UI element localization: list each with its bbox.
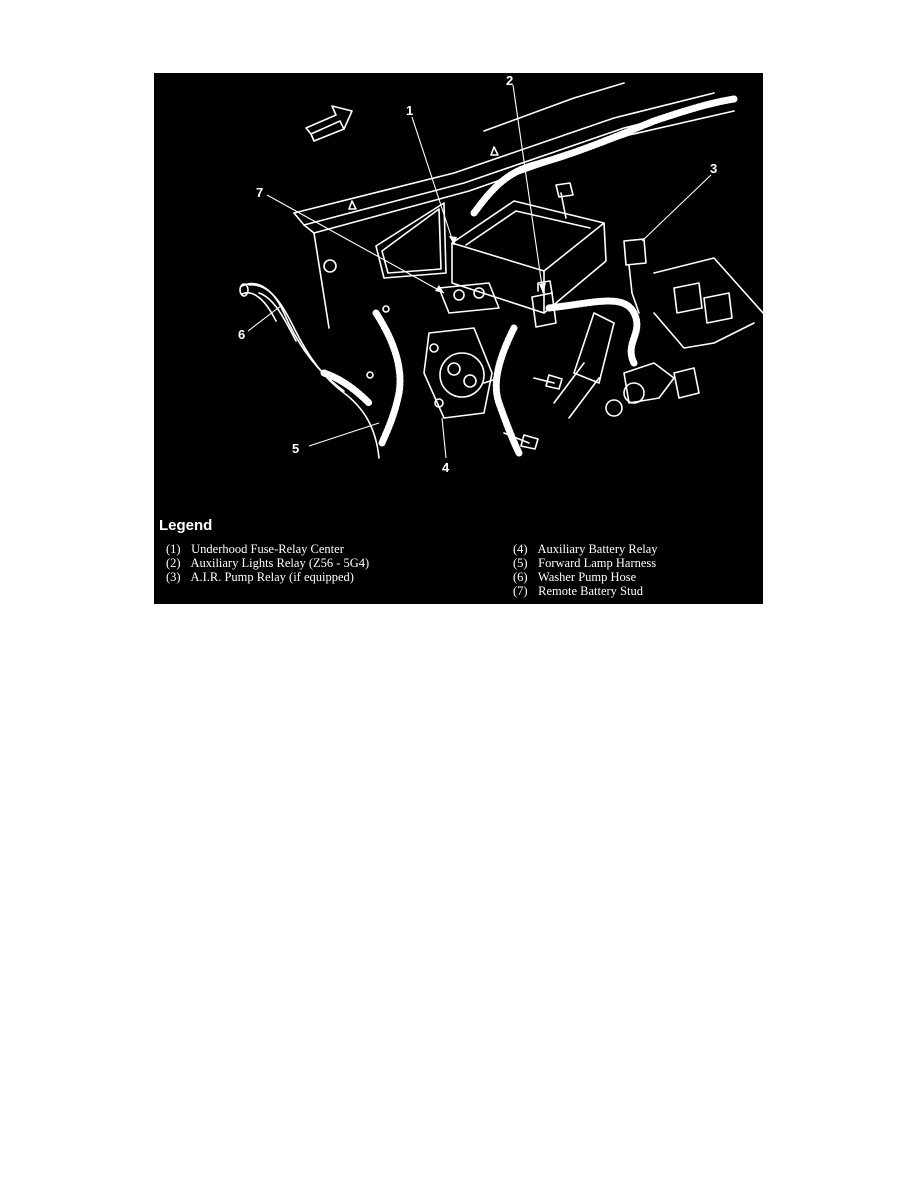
legend-item-3-text: A.I.R. Pump Relay (if equipped) [190, 570, 354, 584]
legend-item-7-text: Remote Battery Stud [538, 584, 643, 598]
legend-item-4-text: Auxiliary Battery Relay [537, 542, 658, 556]
engine-bay-illustration: 1 2 3 4 5 6 7 [238, 73, 763, 475]
auxiliary-lights-relay [531, 280, 557, 328]
legend-item-2: (2) Auxiliary Lights Relay (Z56 - 5G4) [166, 556, 369, 570]
legend-item-6: (6) Washer Pump Hose [513, 570, 636, 584]
legend-item-1-number: (1) [166, 542, 181, 556]
air-pump-relay [623, 238, 647, 314]
legend-item-1: (1) Underhood Fuse-Relay Center [166, 542, 344, 556]
legend-item-7-number: (7) [513, 584, 528, 598]
legend-item-3-number: (3) [166, 570, 181, 584]
legend-item-6-text: Washer Pump Hose [537, 570, 637, 584]
forward-arrow-icon [305, 105, 353, 142]
legend-item-2-text: Auxiliary Lights Relay (Z56 - 5G4) [190, 556, 370, 570]
washer-pump-hose [239, 282, 345, 392]
legend-item-5: (5) Forward Lamp Harness [513, 556, 656, 570]
diagram-figure: 1 2 3 4 5 6 7 Legend (1) Underhood Fuse-… [154, 73, 763, 604]
auxiliary-battery-relay [423, 327, 500, 419]
legend-item-5-text: Forward Lamp Harness [538, 556, 657, 570]
underhood-fuse-relay-center [451, 200, 607, 314]
legend-item-4-number: (4) [513, 542, 528, 556]
legend-item-3: (3) A.I.R. Pump Relay (if equipped) [166, 570, 354, 584]
mounting-bolts [366, 182, 574, 450]
legend-title: Legend [159, 517, 213, 534]
callout-6: 6 [238, 327, 245, 342]
callout-1: 1 [406, 103, 413, 118]
legend-item-4: (4) Auxiliary Battery Relay [513, 542, 658, 556]
callout-7: 7 [256, 185, 263, 200]
callout-arrowheads [435, 236, 546, 293]
wiring-harness [320, 95, 738, 457]
callout-2: 2 [506, 73, 513, 88]
remote-battery-stud [438, 282, 500, 314]
legend-item-5-number: (5) [513, 556, 528, 570]
legend-item-6-number: (6) [513, 570, 528, 584]
callout-4: 4 [442, 460, 450, 475]
callout-3: 3 [710, 161, 717, 176]
legend-item-1-text: Underhood Fuse-Relay Center [191, 542, 344, 556]
callout-5: 5 [292, 441, 299, 456]
legend-item-2-number: (2) [166, 556, 181, 570]
callout-leaders [247, 84, 712, 459]
harness-outline [248, 284, 380, 459]
engine-components [553, 257, 763, 419]
legend-item-7: (7) Remote Battery Stud [513, 584, 643, 598]
